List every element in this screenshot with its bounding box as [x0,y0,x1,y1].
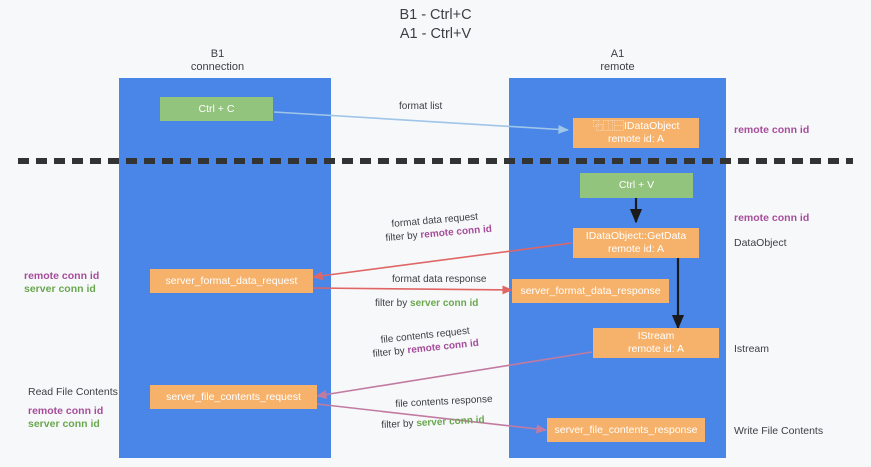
filter-id-server-conn-id: server conn id [410,298,479,309]
node-ctrl-c[interactable]: Ctrl + C [160,97,273,121]
edge-label-format-list: format list [399,101,443,112]
diagram-title: B1 - Ctrl+C A1 - Ctrl+V [399,7,472,42]
node-server-format-data-response[interactable]: server_format_data_response [512,279,669,303]
node-ctrl-v[interactable]: Ctrl + V [580,173,693,198]
filter-prefix: filter by [372,345,409,360]
annotation-right-dataobject: DataObject [734,237,787,249]
edge-label-format-data-response: format data response [392,274,487,285]
annotation-left-read-file-contents: Read File Contents [28,386,118,398]
edge-label-file-contents-response: file contents response [395,393,493,410]
annotation-right-remote-conn-id-top: remote conn id [734,124,810,136]
column-header-b1: B1 connection [190,48,245,73]
filter-prefix: filter by [375,298,411,309]
node-server-file-contents-request[interactable]: server_file_contents_request [150,385,317,409]
annotation-left-remote-conn-id-bottom: remote conn id [28,405,104,417]
node-server-file-contents-response[interactable]: server_file_contents_response [547,418,705,442]
filter-id-server-conn-id: server conn id [416,414,485,430]
node-istream[interactable]: IStream remote id: A [593,328,719,358]
annotation-right-istream: Istream [734,343,770,355]
node-idataobject-getdata[interactable]: IDataObject::GetData remote id: A [573,228,699,258]
annotation-right-remote-conn-id-mid: remote conn id [734,212,810,224]
node-idataobject[interactable]: ⿻⿰⿱IDataObject remote id: A [573,118,699,148]
annotation-left-remote-conn-id-top: remote conn id [24,270,100,282]
node-server-format-data-request[interactable]: server_format_data_request [150,269,313,293]
annotation-right-write-file-contents: Write File Contents [734,425,824,437]
edge-label-file-contents-response-filter: filter by server conn id [381,414,485,433]
annotation-left-server-conn-id-bottom: server conn id [28,418,100,430]
filter-prefix: filter by [385,229,421,244]
column-header-a1: A1 remote [600,48,635,73]
filter-prefix: filter by [381,418,417,431]
edge-label-format-data-response-filter: filter by server conn id [375,297,478,311]
annotation-left-server-conn-id-top: server conn id [24,283,96,295]
